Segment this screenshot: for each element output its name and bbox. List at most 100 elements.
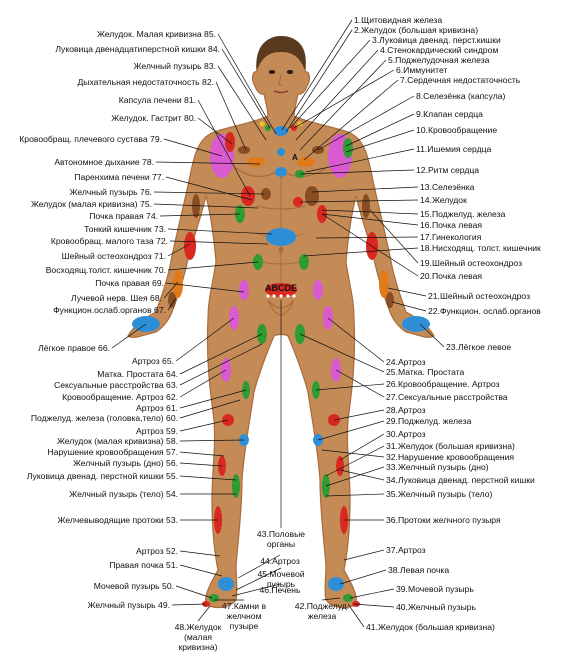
label-right-35: 35.Желчный пузырь (тело) xyxy=(386,489,493,499)
leader-bottom-3 xyxy=(235,567,282,591)
leader-right-6 xyxy=(293,69,395,129)
abcde-label: ABCDE xyxy=(265,283,297,293)
label-right-6: 6.Иммунитет xyxy=(396,65,448,75)
label-bottom-5: 47.Камни в желчном пузыре xyxy=(221,601,267,631)
label-right-31: 31.Желудок (большая кривизна) xyxy=(386,441,515,451)
leader-left-65 xyxy=(175,317,235,362)
label-left-85: Желудок. Малая кривизна 85. xyxy=(96,29,216,39)
sternum-zone xyxy=(277,148,285,156)
right-clavicle-zone xyxy=(238,146,250,154)
label-left-57: Нарушение кровообращения 57. xyxy=(47,447,178,457)
leader-left-71 xyxy=(167,243,191,257)
label-left-63: Сексуальные расстройства 63. xyxy=(54,380,178,390)
leader-left-66 xyxy=(111,323,147,349)
label-right-32: 32.Нарушение кровообращения xyxy=(386,452,515,462)
label-right-11: 11.Ишемия сердца xyxy=(416,144,492,154)
nose xyxy=(278,74,283,86)
leader-bottom-7 xyxy=(197,605,211,622)
leader-right-35 xyxy=(325,493,385,497)
leader-right-17 xyxy=(315,236,419,239)
leader-left-58 xyxy=(179,439,245,442)
abcde-point-4 xyxy=(286,294,290,298)
leader-left-61 xyxy=(179,389,247,409)
leader-left-76 xyxy=(153,191,265,195)
leader-left-84 xyxy=(221,48,271,129)
label-left-49: Желчный пузырь 49. xyxy=(87,600,170,610)
leader-right-41 xyxy=(347,603,365,628)
left-arm-zone xyxy=(362,194,370,218)
leader-bottom-6 xyxy=(321,597,341,601)
leader-left-69 xyxy=(165,282,245,293)
leader-left-59 xyxy=(179,419,229,432)
label-right-37: 37.Артроз xyxy=(386,545,426,555)
label-left-62: Кровообращение. Артроз 62. xyxy=(62,392,178,402)
label-right-8: 8.Селезёнка (капсула) xyxy=(416,91,506,101)
leader-right-32 xyxy=(321,449,385,458)
leader-right-15 xyxy=(321,209,419,215)
leader-left-49 xyxy=(171,603,207,606)
leader-right-16 xyxy=(321,213,419,226)
label-bottom-1: 43.Половые органы xyxy=(256,529,306,549)
label-right-39: 39.Мочевой пузырь xyxy=(396,584,474,594)
label-right-12: 12.Ритм сердца xyxy=(416,165,480,175)
leader-left-60 xyxy=(179,399,241,419)
leader-right-19 xyxy=(369,209,419,264)
label-left-61: Артроз 61. xyxy=(136,403,178,413)
right-eye xyxy=(268,70,276,74)
label-bottom-4: 46.Печень xyxy=(259,585,301,595)
leader-bottom-4 xyxy=(231,583,281,597)
leader-right-3 xyxy=(289,39,371,129)
right-chest-zone xyxy=(247,157,265,167)
leader-right-7 xyxy=(303,79,399,161)
label-bottom-6: 42.Поджелуд. железа xyxy=(294,601,350,621)
leader-left-50 xyxy=(175,585,213,599)
label-right-10: 10.Кровообращение xyxy=(416,125,498,135)
label-right-9: 9.Клапан сердца xyxy=(416,109,483,119)
thyroid-zone xyxy=(274,126,288,136)
label-left-77: Паренхима печени 77. xyxy=(74,172,164,182)
leader-right-23 xyxy=(419,323,445,348)
label-left-69: Почка правая 69. xyxy=(95,278,164,288)
leader-right-4 xyxy=(295,49,379,141)
leader-left-79 xyxy=(163,138,223,157)
label-right-18: 18.Нисходящ. толст. кишечник xyxy=(420,243,541,253)
leader-right-11 xyxy=(305,148,415,173)
leader-right-21 xyxy=(387,287,427,297)
leader-bottom-2 xyxy=(237,554,281,579)
leader-right-34 xyxy=(339,469,385,481)
abcde-point-1 xyxy=(266,294,270,298)
label-right-24: 24.Артроз xyxy=(386,357,426,367)
left-foot-green xyxy=(343,594,353,602)
label-left-56: Желчный пузырь (дно) 56. xyxy=(72,458,178,468)
label-right-29: 29.Поджелуд. железа xyxy=(386,416,472,426)
leader-right-26 xyxy=(315,383,385,391)
label-right-3: 3.Луковица двенад. перст.кишки xyxy=(372,35,501,45)
label-left-53: Желчевыводящие протоки 53. xyxy=(57,515,178,525)
leader-left-63 xyxy=(179,343,263,386)
label-right-38: 38.Левая почка xyxy=(388,565,450,575)
label-right-40: 40.Желчный пузырь xyxy=(396,602,477,612)
abcde-zone xyxy=(265,283,297,297)
label-left-52: Артроз 52. xyxy=(136,546,178,556)
leader-right-29 xyxy=(317,420,385,441)
leader-right-33 xyxy=(325,466,385,487)
label-left-58: Желудок (малая кривизна) 58. xyxy=(56,436,178,446)
pelvic-outline xyxy=(267,299,295,316)
left-shin-red xyxy=(336,456,344,476)
label-bottom-3: 45.Мочевой пузырь xyxy=(257,569,305,589)
leader-left-72 xyxy=(169,240,269,245)
leader-right-37 xyxy=(343,549,385,561)
mouth xyxy=(273,90,289,94)
leader-left-56 xyxy=(179,462,223,467)
stomach-zone xyxy=(293,197,303,207)
right-wrist-zone xyxy=(173,270,183,298)
left-eye xyxy=(286,70,294,74)
small-intestine-zone xyxy=(266,228,296,246)
left-hand-zone xyxy=(402,316,430,332)
leader-left-78 xyxy=(155,161,261,165)
leader-left-52 xyxy=(179,550,221,557)
leader-right-18 xyxy=(303,247,419,257)
leader-right-28 xyxy=(333,409,385,421)
left-shoulder-green xyxy=(343,138,353,158)
